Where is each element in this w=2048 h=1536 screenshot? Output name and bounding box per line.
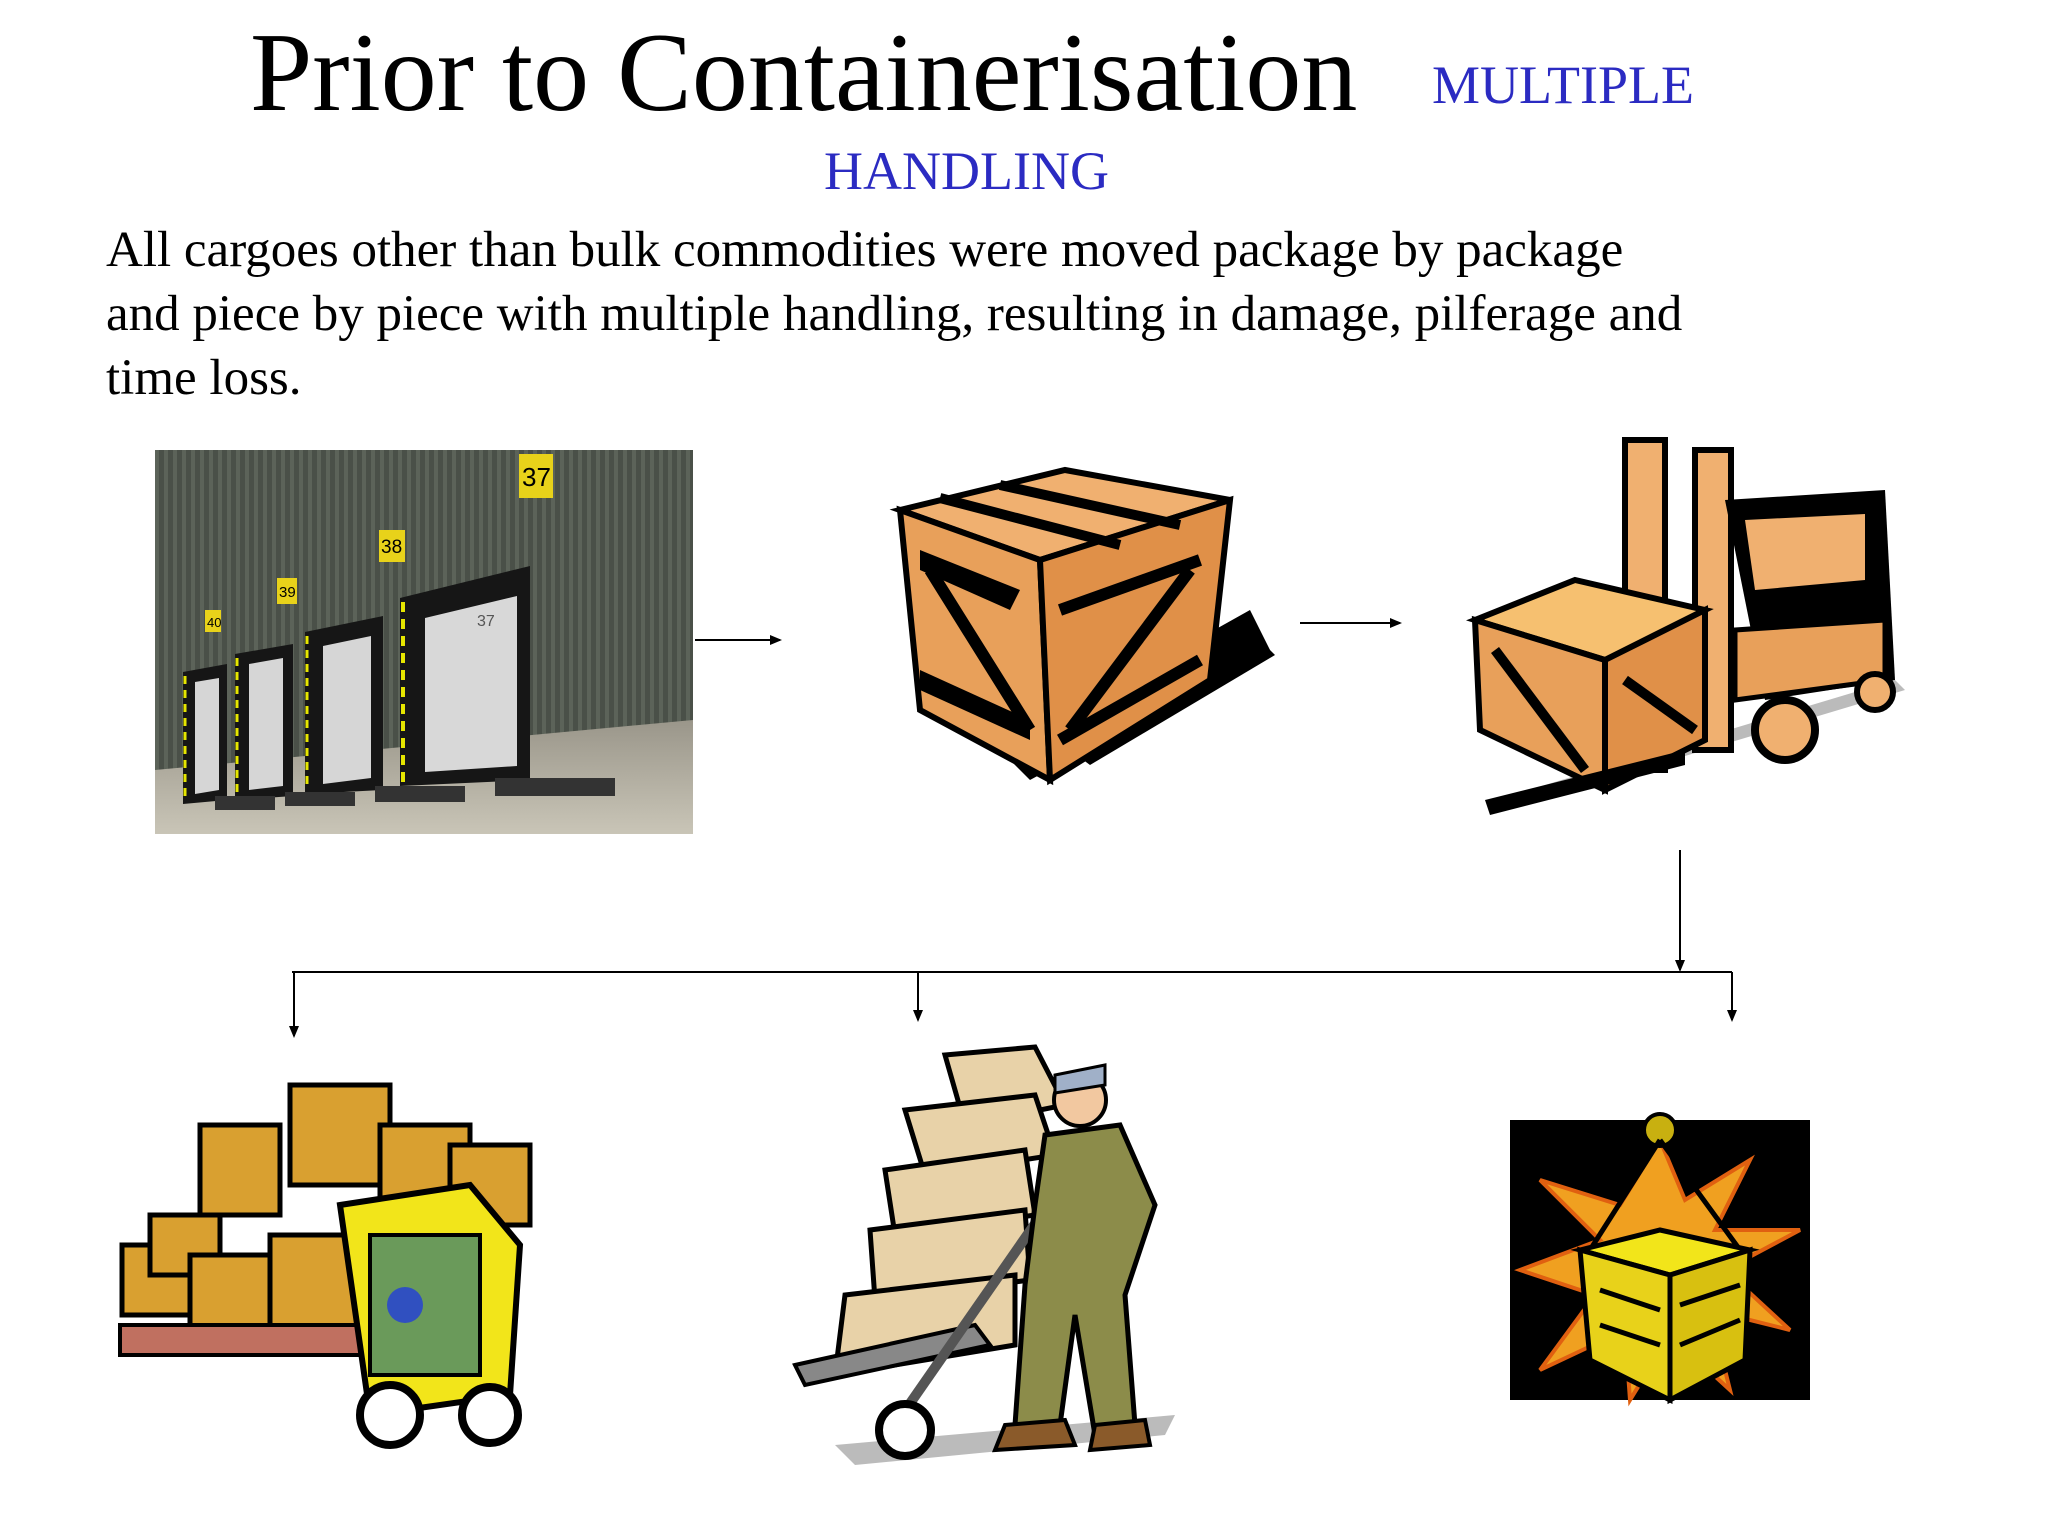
body-line-2: and piece by piece with multiple handlin… bbox=[106, 286, 1683, 342]
forklift-with-crate-icon bbox=[1465, 437, 1905, 815]
dock-door-3 bbox=[305, 616, 383, 794]
door-number-39: 39 bbox=[279, 584, 296, 601]
wooden-crate-icon bbox=[889, 466, 1275, 786]
body-line-1: All cargoes other than bulk commodities … bbox=[106, 222, 1624, 278]
body-line-3: time loss. bbox=[106, 350, 302, 406]
subtitle-line-2: HANDLING bbox=[824, 141, 1109, 201]
body-paragraph: All cargoes other than bulk commodities … bbox=[106, 218, 1966, 410]
crane-sling-load-icon bbox=[1510, 1112, 1810, 1407]
worker-hand-truck-icon bbox=[792, 1044, 1175, 1465]
door-number-37: 37 bbox=[522, 462, 551, 492]
dock-door-4: 37 bbox=[400, 566, 530, 786]
door-number-38: 38 bbox=[381, 537, 402, 558]
door-number-40: 40 bbox=[207, 615, 221, 630]
subtitle-line-1: MULTIPLE bbox=[1432, 55, 1695, 115]
loading-dock-photo: 37 40 39 38 37 bbox=[155, 450, 693, 834]
dock-door-2 bbox=[235, 644, 293, 800]
forklift-with-boxes-icon bbox=[118, 1082, 533, 1449]
dock-door-1 bbox=[183, 664, 227, 804]
page-title: Prior to Containerisation bbox=[250, 11, 1358, 135]
door-number-inner: 37 bbox=[477, 613, 495, 630]
